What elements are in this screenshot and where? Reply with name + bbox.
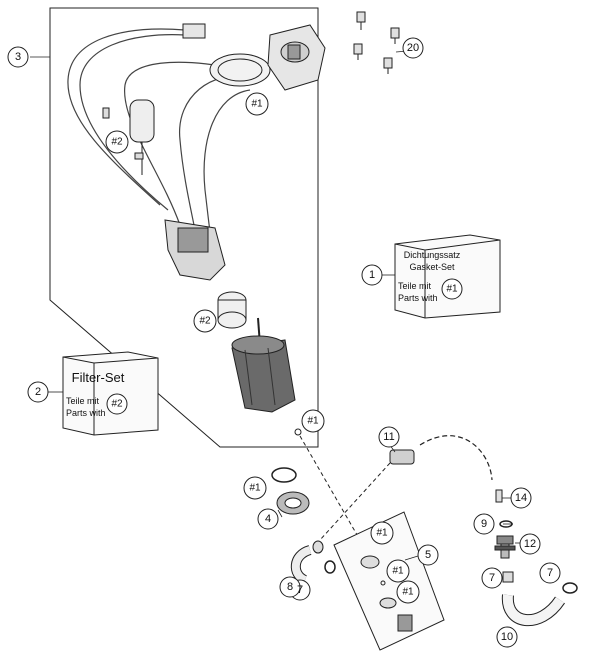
hose-11 xyxy=(319,435,493,541)
badge-circles xyxy=(105,92,463,604)
badge-2-filter-box: #2 xyxy=(111,399,123,410)
gasket-line-de: Teile mit xyxy=(398,281,432,291)
callout-2: 2 xyxy=(35,386,41,398)
callout-4: 4 xyxy=(265,513,271,525)
clamp-7-left xyxy=(324,560,336,574)
pump-flange xyxy=(209,53,271,87)
gasket-title-de: Dichtungssatz xyxy=(404,250,461,260)
gasket-title-en: Gasket-Set xyxy=(409,262,455,272)
badge-1-top: #1 xyxy=(251,99,263,110)
badge-1-flange-c: #1 xyxy=(402,587,414,598)
badge-1-oring: #1 xyxy=(249,483,261,494)
callout-9: 9 xyxy=(481,518,487,530)
callout-5: 5 xyxy=(425,549,431,561)
elbow-hose-8 xyxy=(290,540,324,585)
callout-7-right: 7 xyxy=(547,567,553,579)
callout-20: 20 xyxy=(407,42,419,54)
small-pin-bottom xyxy=(134,152,144,160)
screw-14 xyxy=(495,489,503,503)
callout-3: 3 xyxy=(15,51,21,63)
assembly-frame xyxy=(49,7,319,448)
bolt-group xyxy=(353,11,400,74)
gasket-set-box: Dichtungssatz Gasket-Set Teile mit Parts… xyxy=(394,234,501,319)
o-ring xyxy=(271,467,297,483)
callout-12: 12 xyxy=(524,538,536,550)
hose-10 xyxy=(501,594,565,627)
filter-line-en: Parts with xyxy=(66,408,106,418)
filter-ring xyxy=(217,291,247,329)
clamp-7-right xyxy=(562,582,578,594)
dashed-line-1 xyxy=(299,435,361,541)
harness-connector xyxy=(182,23,206,39)
filter-set-box: Filter-Set Teile mit Parts with xyxy=(62,351,159,436)
fuel-pump-body xyxy=(231,317,296,413)
badge-2-low: #2 xyxy=(199,316,211,327)
small-pin-top xyxy=(102,107,110,119)
callout-8: 8 xyxy=(287,581,293,593)
badge-2-mid: #2 xyxy=(111,137,123,148)
fitting-12 xyxy=(494,535,516,559)
pump-lid xyxy=(267,24,326,91)
callout-11: 11 xyxy=(383,431,394,443)
callout-10: 10 xyxy=(501,631,513,643)
gasket-line-en: Parts with xyxy=(398,293,438,303)
callout-14: 14 xyxy=(515,492,527,504)
callout-7-mid: 7 xyxy=(489,572,495,584)
seal-ring-4 xyxy=(276,491,310,515)
filter-line-de: Teile mit xyxy=(66,396,100,406)
badge-1-gasket-box: #1 xyxy=(446,284,458,295)
filter-title: Filter-Set xyxy=(72,370,125,385)
pump-bracket xyxy=(164,219,226,281)
small-washer xyxy=(294,428,302,436)
badge-1-flange-b: #1 xyxy=(392,566,404,577)
callout-1: 1 xyxy=(369,269,375,281)
badge-1-ring: #1 xyxy=(307,416,319,427)
callout-7-left: 7 xyxy=(297,584,303,596)
callout-circles xyxy=(7,37,561,648)
badge-1-flange-a: #1 xyxy=(376,528,388,539)
clamp-7-mid xyxy=(502,571,514,583)
fuel-filter xyxy=(129,99,155,175)
